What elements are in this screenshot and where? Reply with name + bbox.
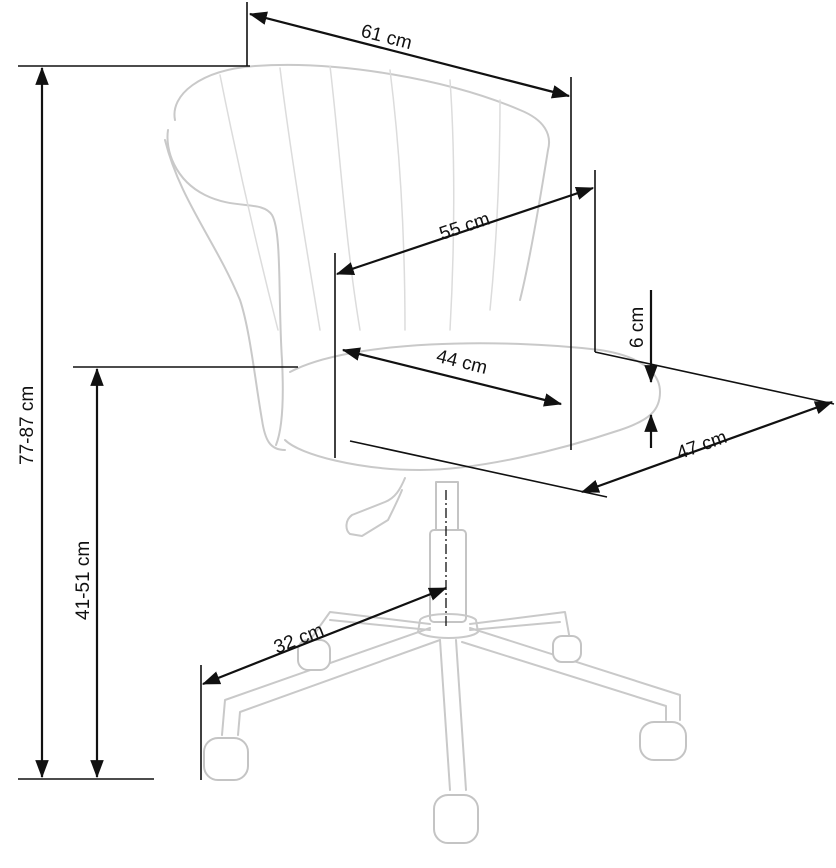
overall-height-label: 77-87 cm <box>17 386 38 465</box>
seat-height-label: 41-51 cm <box>73 541 94 620</box>
seat-thickness-label: 6 cm <box>627 307 648 348</box>
casters <box>203 635 687 844</box>
dimension-seat-depth: 47 cm <box>349 400 834 498</box>
dimension-seat-thickness: 6 cm <box>594 290 835 448</box>
backrest <box>164 63 550 451</box>
dimension-seat-height: 41-51 cm <box>73 366 298 779</box>
backrest-width-label: 55 cm <box>437 209 493 245</box>
height-adjust-lever <box>345 477 406 537</box>
dimension-overall-width: 61 cm <box>246 2 572 450</box>
seat-depth-label: 47 cm <box>674 427 730 464</box>
gas-lift-cylinder <box>417 481 479 639</box>
dimension-overall-height: 77-87 cm <box>17 65 250 780</box>
chair-sketch <box>164 63 687 844</box>
dimension-seat-width: 44 cm <box>341 346 563 407</box>
dimension-backrest-width: 55 cm <box>334 170 596 458</box>
